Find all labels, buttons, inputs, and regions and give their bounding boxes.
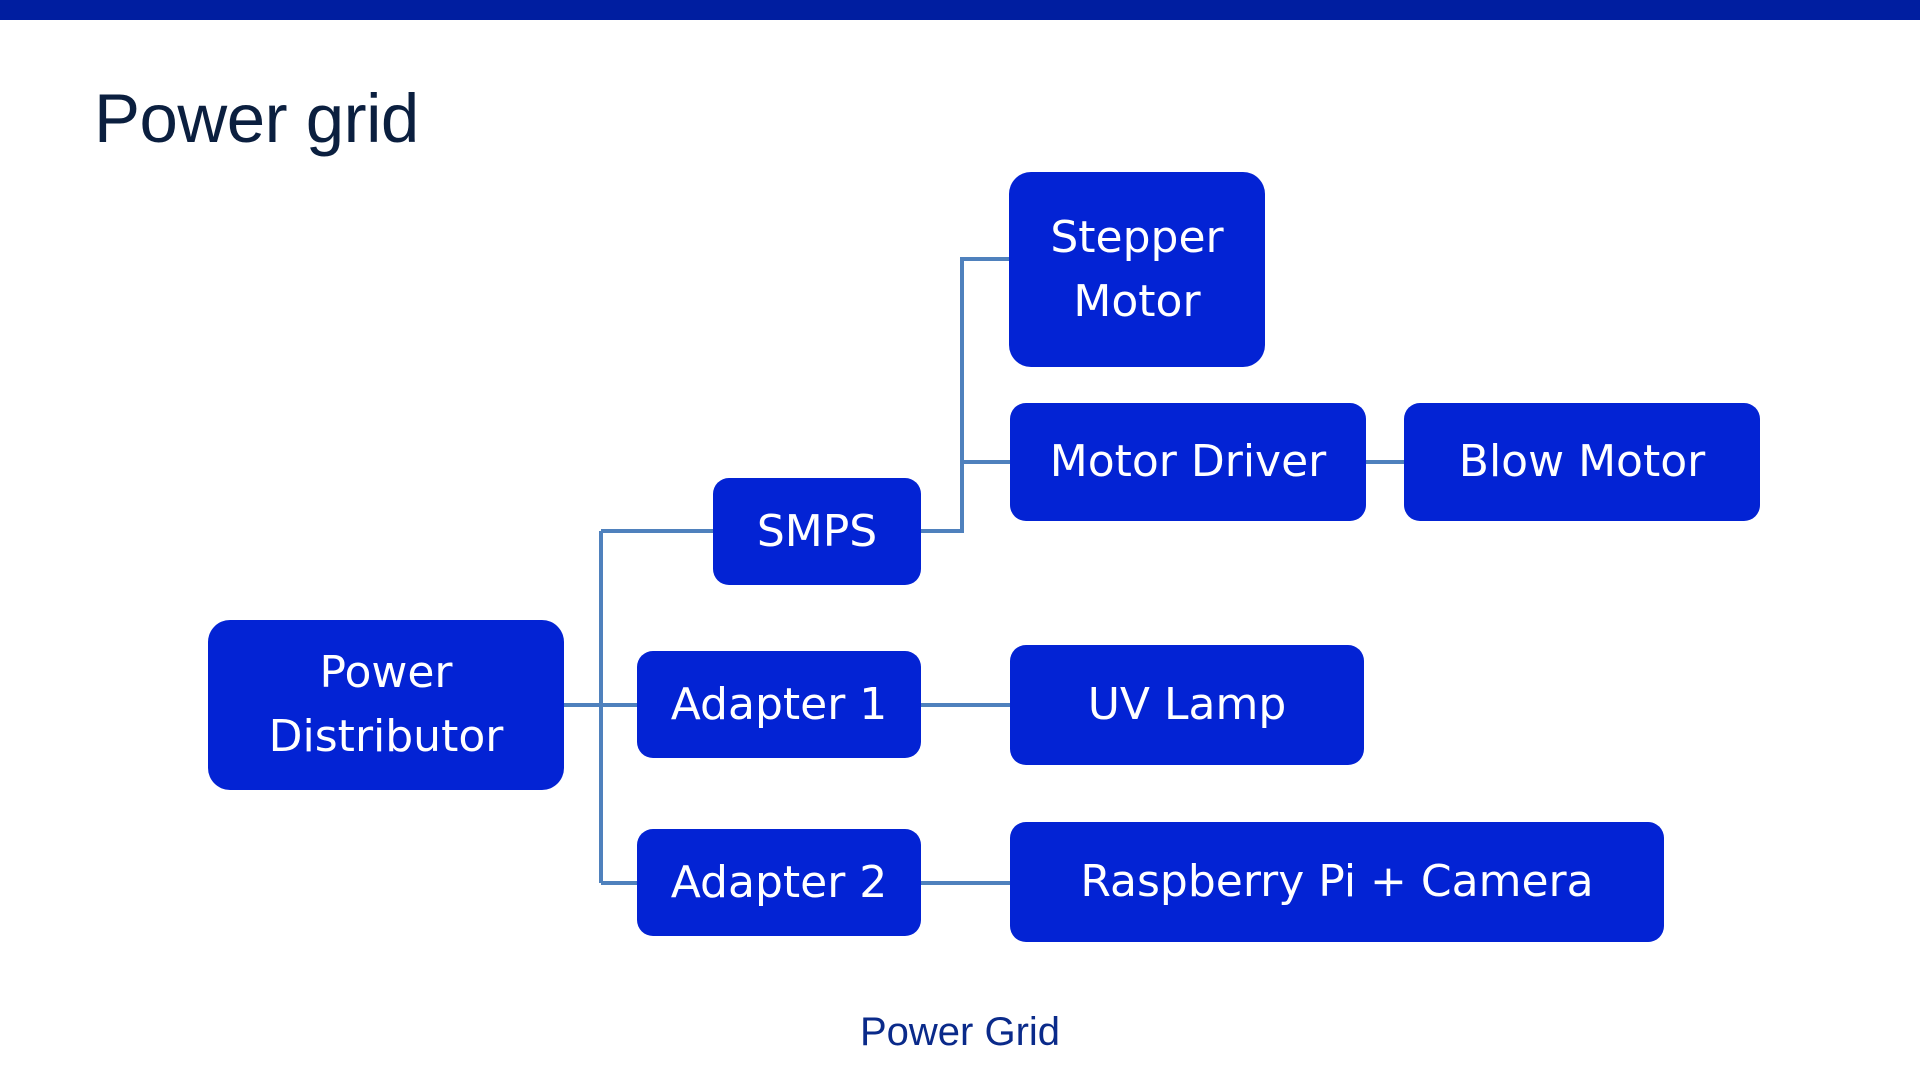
node-smps[interactable]: SMPS [713, 478, 921, 585]
node-label: UV Lamp [1087, 679, 1287, 731]
node-adapter-1[interactable]: Adapter 1 [637, 651, 921, 758]
node-blow-motor[interactable]: Blow Motor [1404, 403, 1760, 521]
node-power-distributor[interactable]: Power Distributor [208, 620, 564, 790]
node-label: Power Distributor [268, 647, 504, 762]
node-uv-lamp[interactable]: UV Lamp [1010, 645, 1364, 765]
node-adapter-2[interactable]: Adapter 2 [637, 829, 921, 936]
node-label: Adapter 1 [670, 678, 888, 730]
figure-caption: Power Grid [859, 1010, 1061, 1054]
node-label: Adapter 2 [670, 856, 888, 908]
node-stepper-motor[interactable]: Stepper Motor [1009, 172, 1265, 367]
node-label: Motor Driver [1049, 436, 1327, 488]
node-raspberry-pi-camera[interactable]: Raspberry Pi + Camera [1010, 822, 1664, 942]
node-label: Raspberry Pi + Camera [1080, 856, 1594, 908]
node-label: Blow Motor [1458, 436, 1706, 488]
node-motor-driver[interactable]: Motor Driver [1010, 403, 1366, 521]
node-label: SMPS [756, 505, 878, 557]
top-accent-bar [0, 0, 1920, 20]
connector-smps-branch [921, 257, 1009, 533]
page-title: Power grid [94, 80, 419, 157]
node-label: Stepper Motor [1050, 211, 1224, 327]
